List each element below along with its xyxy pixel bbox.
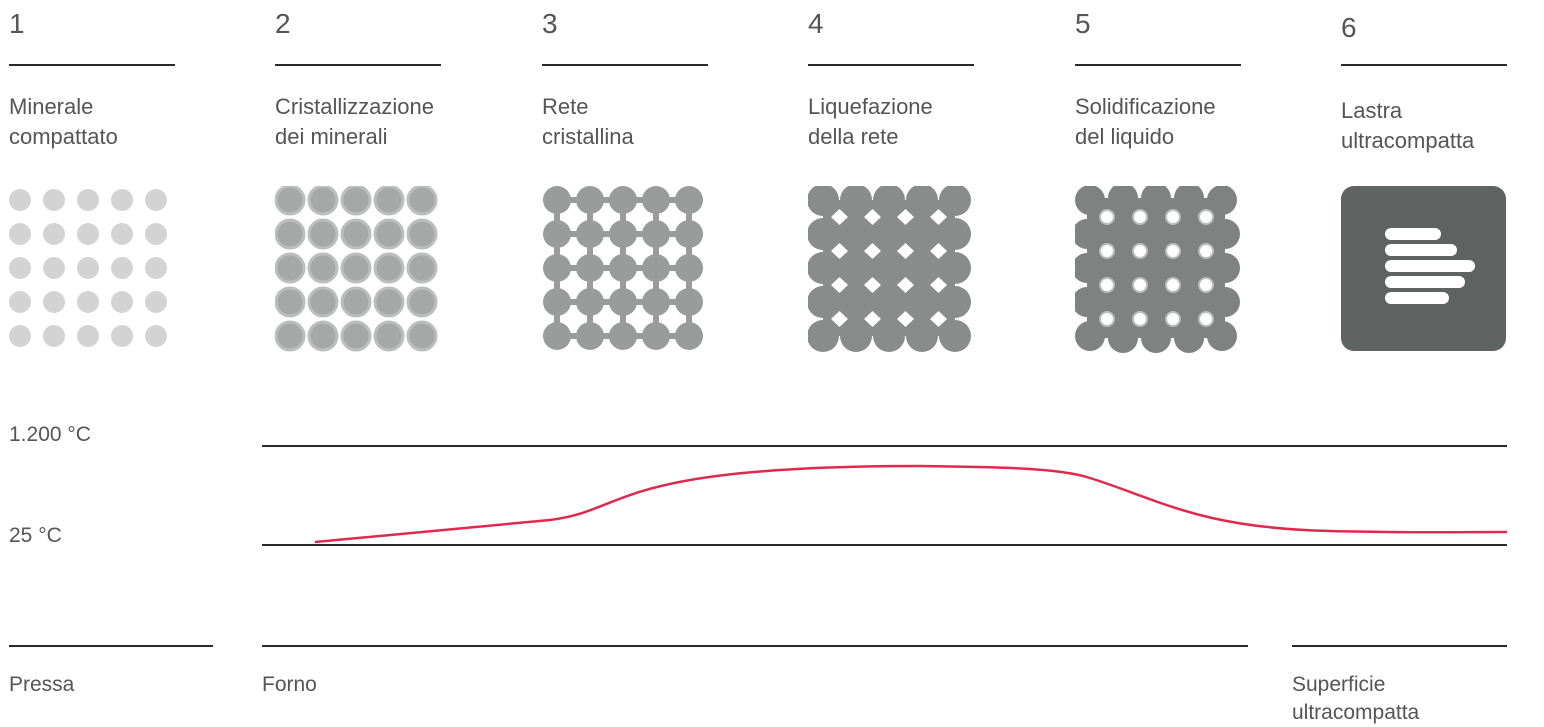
stage-label-line: Superficie bbox=[1292, 673, 1386, 696]
stage-divider-kiln bbox=[262, 645, 1248, 647]
temperature-curve bbox=[314, 464, 1508, 544]
step-title-line: ultracompatta bbox=[1341, 128, 1475, 153]
temperature-curve-chart bbox=[262, 445, 1508, 546]
stage-label-surface: Superficie ultracompatta bbox=[1292, 671, 1419, 727]
step-number: 2 bbox=[275, 8, 291, 39]
step-divider bbox=[808, 64, 974, 66]
step-title: Rete cristallina bbox=[542, 92, 634, 152]
step-divider bbox=[9, 64, 175, 66]
step-title-line: compattato bbox=[9, 124, 118, 149]
step-number: 4 bbox=[808, 8, 824, 39]
step-title-line: Liquefazione bbox=[808, 94, 933, 119]
step-title-line: Cristallizzazione bbox=[275, 94, 434, 119]
stage-label-kiln: Forno bbox=[262, 671, 317, 699]
step-divider bbox=[275, 64, 441, 66]
step-title: Solidificazione del liquido bbox=[1075, 92, 1216, 152]
step-title-line: cristallina bbox=[542, 124, 634, 149]
step-number: 3 bbox=[542, 8, 558, 39]
step-number: 1 bbox=[9, 8, 25, 39]
step-title: Liquefazione della rete bbox=[808, 92, 933, 152]
stage-divider-press bbox=[9, 645, 213, 647]
stage-label-press: Pressa bbox=[9, 671, 74, 699]
step-divider bbox=[1075, 64, 1241, 66]
step-title-line: Lastra bbox=[1341, 98, 1403, 123]
stage-divider-surface bbox=[1292, 645, 1507, 647]
step-title-line: dei minerali bbox=[275, 124, 388, 149]
liquid-solidification-illustration bbox=[1075, 186, 1245, 356]
crystalline-network-illustration bbox=[542, 186, 712, 356]
stage-label-line: ultracompatta bbox=[1292, 701, 1420, 724]
stage-label-line: Forno bbox=[262, 673, 317, 696]
network-liquefaction-illustration bbox=[808, 186, 978, 356]
step-divider bbox=[1341, 64, 1507, 66]
step-title-line: della rete bbox=[808, 124, 899, 149]
step-title-line: del liquido bbox=[1075, 124, 1175, 149]
step-title: Minerale compattato bbox=[9, 92, 118, 152]
step-number: 6 bbox=[1341, 12, 1357, 43]
temperature-low-label: 25 °C bbox=[9, 524, 62, 547]
step-title-line: Solidificazione bbox=[1075, 94, 1216, 119]
stage-label-line: Pressa bbox=[9, 673, 75, 696]
step-title: Lastra ultracompatta bbox=[1341, 96, 1474, 156]
ultracompact-slab-illustration bbox=[1341, 186, 1511, 356]
compacted-mineral-illustration bbox=[9, 186, 179, 356]
mineral-crystallization-illustration bbox=[275, 186, 445, 356]
temperature-high-label: 1.200 °C bbox=[9, 423, 91, 446]
step-divider bbox=[542, 64, 708, 66]
step-title-line: Rete bbox=[542, 94, 589, 119]
step-number: 5 bbox=[1075, 8, 1091, 39]
step-title: Cristallizzazione dei minerali bbox=[275, 92, 434, 152]
step-title-line: Minerale bbox=[9, 94, 94, 119]
